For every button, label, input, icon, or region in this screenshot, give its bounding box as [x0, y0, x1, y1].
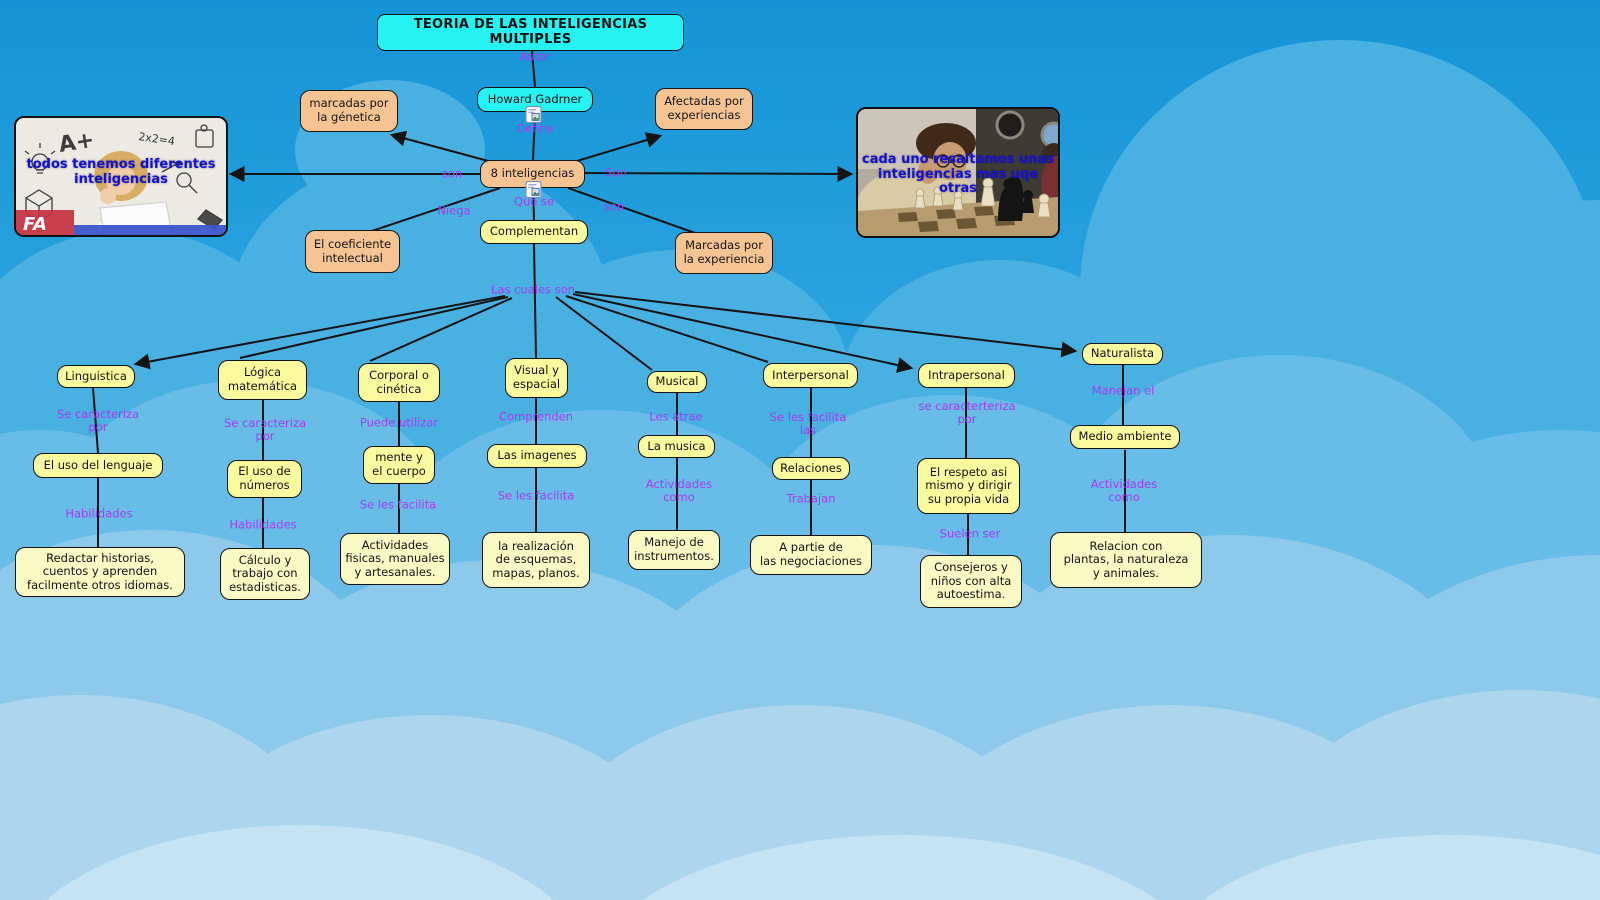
fan-naturalista [574, 291, 1078, 358]
link-label-se-les-facilita-las[interactable]: Se les facilita las [769, 409, 847, 437]
fan-logica [239, 296, 509, 359]
b1-line1 [92, 387, 99, 454]
link-label-habilidades-2[interactable]: Habilidades [229, 517, 297, 532]
fan-corporal [369, 297, 513, 362]
link-intel-coeficiente [371, 187, 501, 232]
link-label-les-atrae[interactable]: Les atrae [649, 409, 703, 424]
svg-text:2x2=4: 2x2=4 [138, 130, 176, 148]
concept-node-medio-ambiente[interactable]: Medio ambiente [1070, 425, 1180, 449]
concept-node-relaciones[interactable]: Relaciones [772, 457, 850, 480]
link-label-actividades-como-5[interactable]: Actividades como [645, 476, 713, 504]
link-label-autor[interactable]: Autor [519, 49, 551, 64]
concept-node-naturalista[interactable]: Naturalista [1082, 343, 1163, 365]
right-photo-caption: cada uno resaltamos unas inteligencias m… [862, 152, 1054, 197]
concept-node-relacion-naturaleza[interactable]: Relacion con plantas, la naturaleza y an… [1050, 532, 1202, 588]
link-label-son-right[interactable]: Son [605, 165, 627, 180]
concept-node-calculo-estadisticas[interactable]: Cálculo y trabajo con estadisticas. [220, 548, 310, 600]
link-label-puede-utilizar[interactable]: Puede utilizar [359, 415, 439, 430]
link-intel-genetica [389, 130, 493, 163]
concept-node-coeficiente-intelectual[interactable]: El coeficiente intelectual [305, 230, 400, 273]
link-label-son-left[interactable]: son [441, 166, 463, 181]
concept-node-consejeros-autoestima[interactable]: Consejeros y niños con alta autoestima. [920, 555, 1022, 608]
link-label-define[interactable]: Define [516, 121, 554, 136]
link-label-actividades-como-8[interactable]: Actividades como [1090, 476, 1158, 504]
concept-node-las-imagenes[interactable]: Las imagenes [487, 444, 587, 468]
concept-node-howard-gadrner[interactable]: Howard Gadrner [477, 87, 593, 112]
fan-intrapersonal [572, 293, 914, 373]
link-label-se-les-facilita-3[interactable]: Se les facilita [359, 497, 437, 512]
concept-node-afectadas-experiencias[interactable]: Afectadas por experiencias [655, 88, 753, 130]
concept-node-respeto-propia-vida[interactable]: El respeto asi mismo y dirigir su propia… [917, 458, 1020, 514]
link-label-las-cuales-son[interactable]: Las cuales son [491, 282, 575, 297]
left-photo-caption: todos tenemos diferentes inteligencias [26, 157, 216, 187]
concept-node-logica-matematica[interactable]: Lógica matemática [218, 360, 307, 400]
concept-node-esquemas-mapas[interactable]: la realización de esquemas, mapas, plano… [482, 532, 590, 588]
link-label-trabajan[interactable]: Trabajan [786, 491, 836, 506]
svg-text:FA: FA [23, 214, 47, 235]
concept-node-visual-espacial[interactable]: Visual y espacial [505, 358, 568, 398]
chess-photo-illustration [858, 109, 1058, 236]
right-photo-resource[interactable]: cada uno resaltamos unas inteligencias m… [856, 107, 1060, 238]
resource-icon[interactable] [525, 105, 542, 124]
link-label-que-se[interactable]: Que se [513, 194, 555, 209]
concept-node-corporal-cinetica[interactable]: Corporal o cinética [358, 363, 440, 402]
link-label-se-caracteriza-2[interactable]: Se caracteriza por [223, 415, 307, 443]
resource-icon[interactable] [525, 180, 542, 199]
concept-node-intrapersonal[interactable]: Intrapersonal [918, 363, 1015, 388]
left-photo-resource[interactable]: A+ 2x2=4 A+ FA todos tenemos diferentes … [14, 116, 228, 237]
concept-node-uso-lenguaje[interactable]: El uso del lenguaje [33, 453, 163, 478]
concept-node-8-inteligencias[interactable]: 8 inteligencias [480, 160, 585, 188]
concept-node-negociaciones[interactable]: A partie de las negociaciones [750, 535, 872, 575]
concept-node-interpersonal[interactable]: Interpersonal [763, 363, 858, 388]
cloud-layer-bottom [45, 825, 1600, 900]
link-label-suelen-ser[interactable]: Suelen ser [939, 526, 1001, 541]
concept-node-marcadas-genetica[interactable]: marcadas por la génetica [300, 90, 398, 132]
link-label-manejan-el[interactable]: Manejan el [1091, 383, 1155, 398]
chalkboard-illustration: A+ 2x2=4 A+ FA [16, 118, 226, 235]
fan-linguistica [133, 295, 506, 370]
concept-node-complementan[interactable]: Complementan [480, 220, 588, 244]
concept-node-redactar-historias[interactable]: Redactar historias, cuentos y aprenden f… [15, 547, 185, 597]
map-title[interactable]: TEORIA DE LAS INTELIGENCIAS MULTIPLES [377, 14, 684, 51]
link-label-son-lower[interactable]: son [603, 199, 625, 214]
concept-node-la-musica[interactable]: La musica [638, 435, 715, 458]
concept-node-linguistica[interactable]: Linguistica [57, 365, 135, 388]
link-label-se-les-facilita-4[interactable]: Se les facilita [497, 488, 575, 503]
link-label-se-caracterteriza[interactable]: se caracterteriza por [918, 398, 1016, 426]
link-intel-experiencia [567, 187, 696, 234]
concept-node-uso-numeros[interactable]: El uso de números [227, 460, 302, 498]
link-label-niega[interactable]: Niega [437, 203, 471, 218]
link-intel-right-image [584, 165, 854, 182]
link-label-habilidades-1[interactable]: Habilidades [65, 506, 133, 521]
svg-text:A+: A+ [57, 128, 96, 158]
fan-musical [555, 296, 653, 371]
link-label-se-caracteriza-1[interactable]: Se caracteriza por [56, 406, 140, 434]
link-complementan-down [533, 243, 537, 359]
fan-interpersonal [565, 295, 769, 363]
concept-node-musical[interactable]: Musical [647, 371, 707, 393]
concept-node-actividades-fisicas[interactable]: Actividades fisicas, manuales y artesana… [340, 533, 450, 585]
concept-node-manejo-instrumentos[interactable]: Manejo de instrumentos. [628, 530, 720, 570]
concept-node-marcadas-experiencia[interactable]: Marcadas por la experiencia [675, 232, 773, 274]
document-image-icon [525, 180, 542, 199]
link-intel-afectadas [576, 132, 663, 162]
document-image-icon [525, 105, 542, 124]
concept-node-mente-cuerpo[interactable]: mente y el cuerpo [363, 446, 435, 484]
link-label-comprenden[interactable]: Comprenden [498, 409, 574, 424]
